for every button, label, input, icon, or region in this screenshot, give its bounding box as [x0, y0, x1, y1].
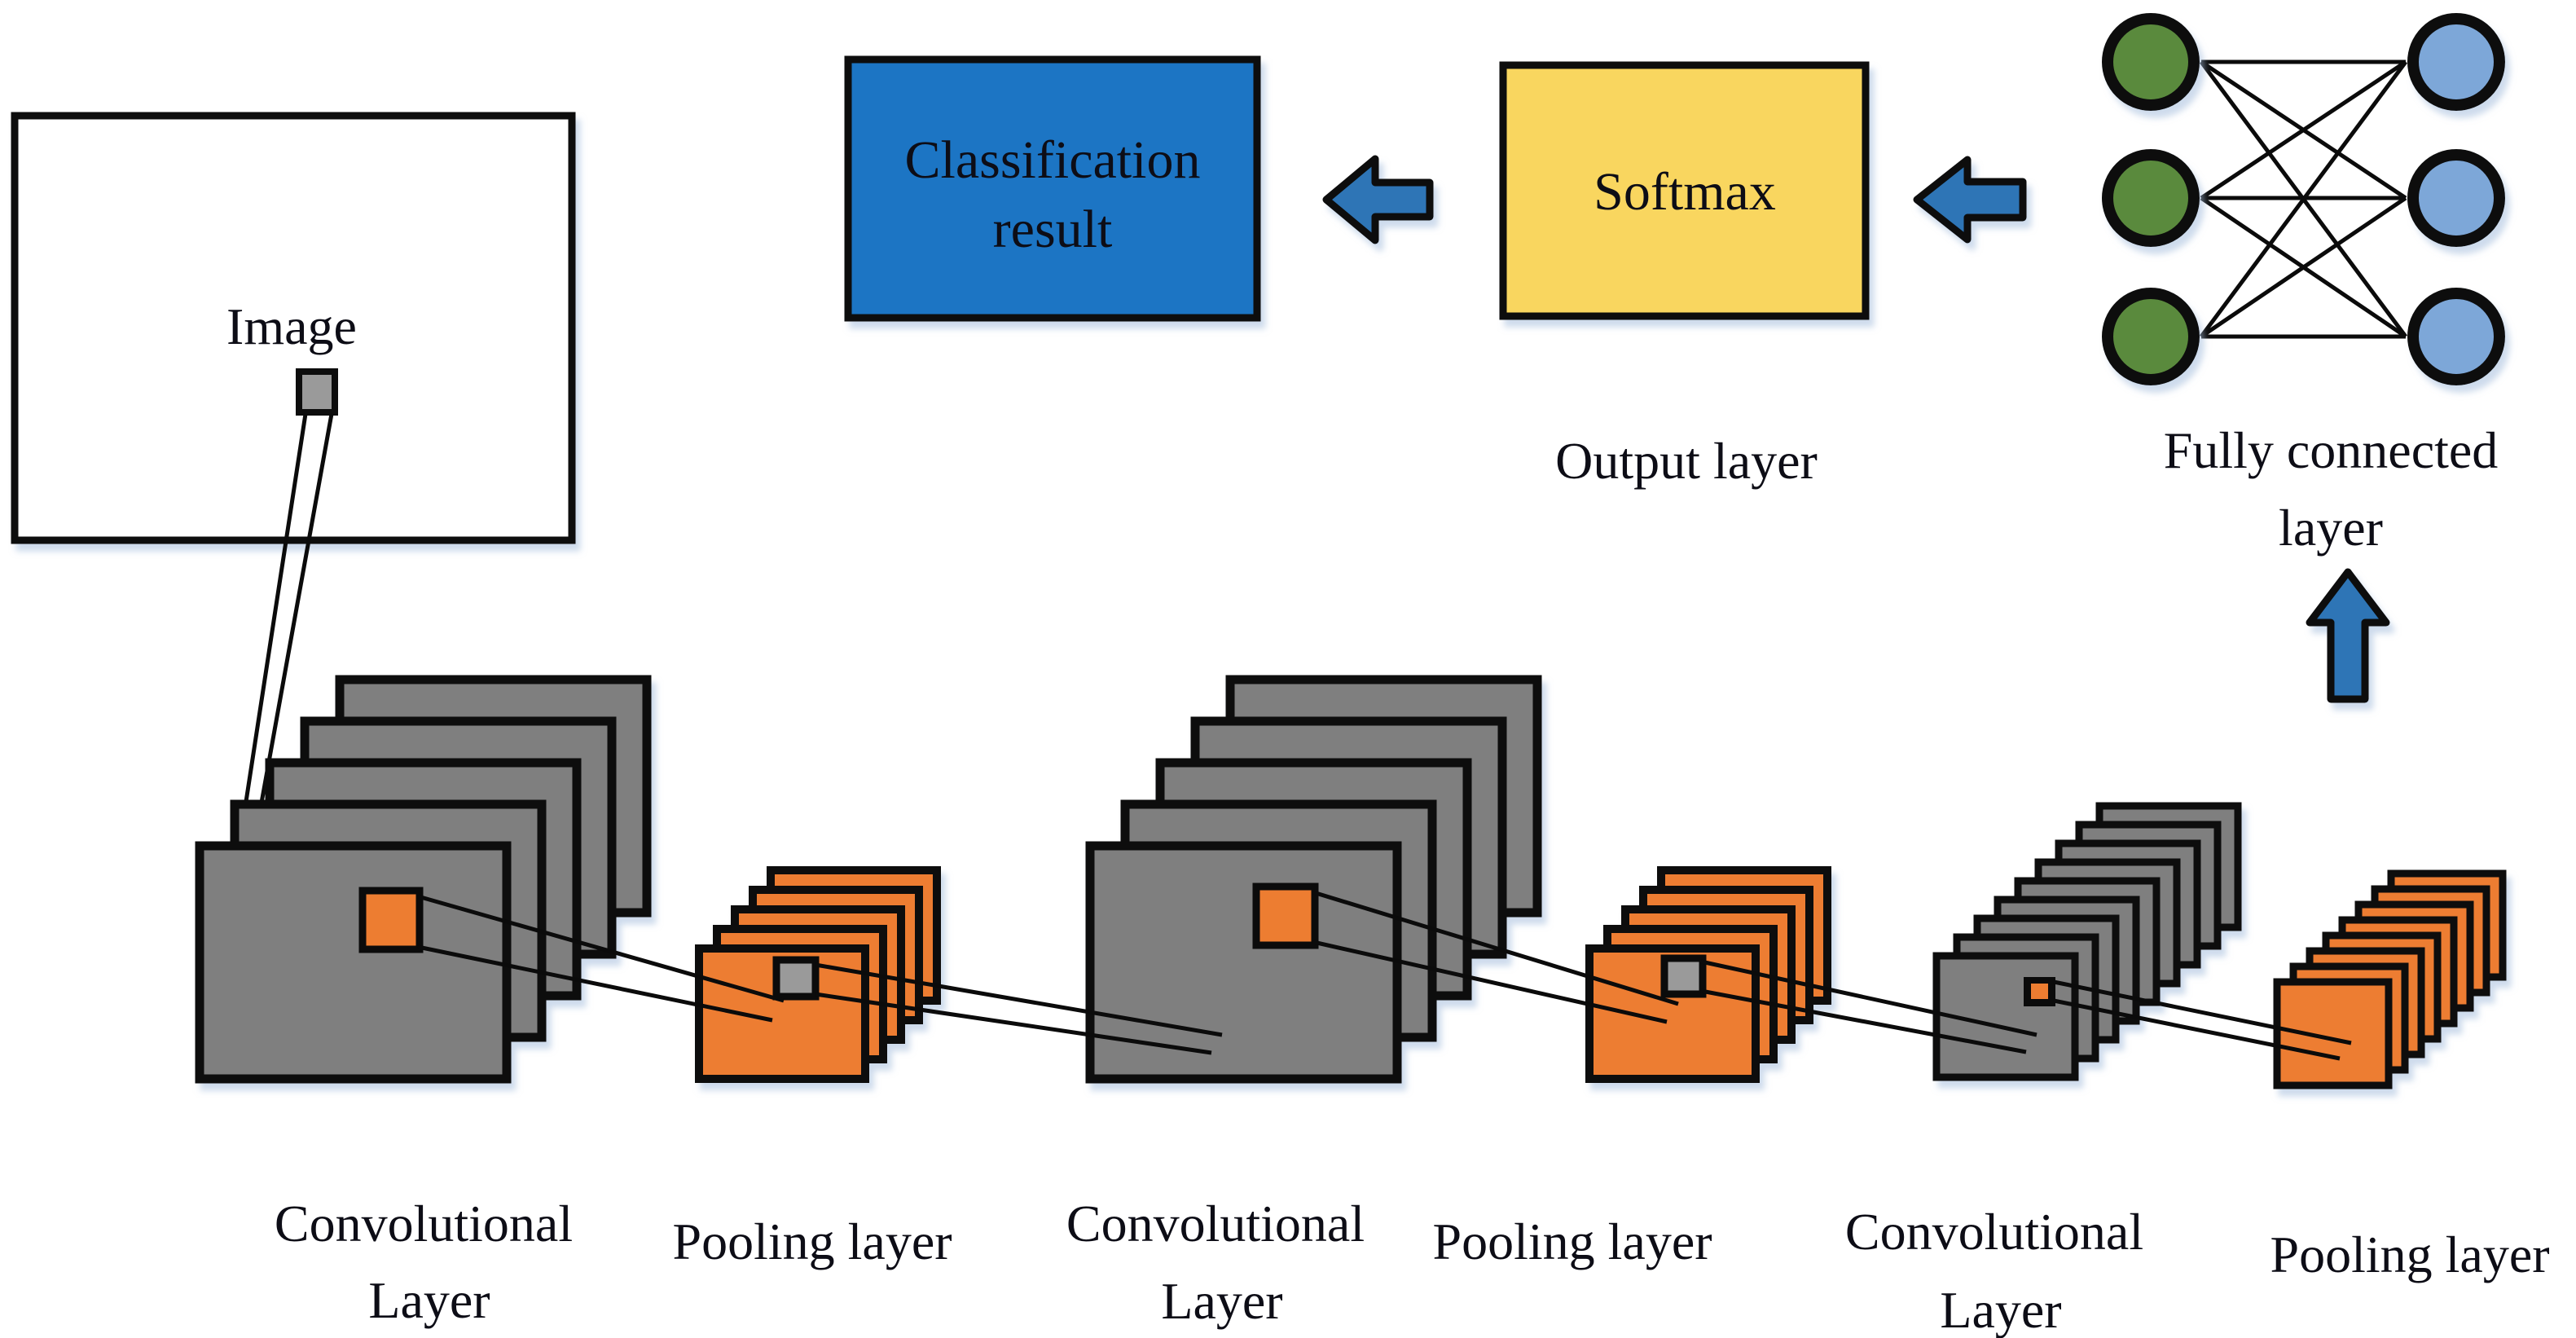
fully-connected-layer [2102, 13, 2505, 385]
fc-output-neuron [2407, 13, 2505, 111]
projection-line [1700, 988, 2027, 1054]
pool1-patch [772, 956, 820, 1001]
classification-box [844, 55, 1261, 322]
pool2-stack [1585, 866, 1831, 1083]
projection-line [1312, 940, 1668, 1024]
projection-line [815, 962, 1223, 1037]
projection-line [417, 894, 785, 1003]
flow-arrow-left-icon [1322, 155, 1434, 244]
flow-arrow-up-icon [2306, 568, 2390, 703]
pool2-patch [1660, 954, 1707, 998]
projection-line [2053, 979, 2352, 1045]
input-image-box [11, 112, 576, 544]
conv1-stack [195, 675, 652, 1084]
projection-line [2053, 998, 2341, 1061]
fc-output-neuron [2407, 288, 2505, 385]
projection-line [417, 944, 773, 1023]
conv1-sheet [195, 841, 512, 1084]
fc-input-neuron [2102, 149, 2200, 247]
fc-input-neuron [2102, 13, 2200, 111]
image-patch [296, 368, 338, 416]
conv2-kernel [1252, 882, 1319, 949]
projection-line [815, 992, 1212, 1055]
fc-connection-line [2199, 60, 2408, 338]
fc-connection-line [2200, 196, 2407, 339]
flow-arrow-left-icon [1913, 156, 2027, 244]
softmax-box [1499, 61, 1870, 320]
conv1-kernel [358, 887, 424, 953]
conv2-sheet [1085, 841, 1402, 1084]
conv2-stack [1085, 675, 1542, 1084]
conv3-kernel [2024, 977, 2055, 1006]
projection-line [1312, 890, 1679, 1006]
fc-connection-line [2200, 59, 2407, 200]
pool3-sheet [2273, 978, 2393, 1089]
fc-input-neuron [2102, 288, 2200, 385]
conv3-stack [1932, 802, 2242, 1081]
pool3-stack [2273, 869, 2507, 1089]
projection-line [1700, 959, 2038, 1037]
fc-output-neuron [2407, 149, 2505, 247]
